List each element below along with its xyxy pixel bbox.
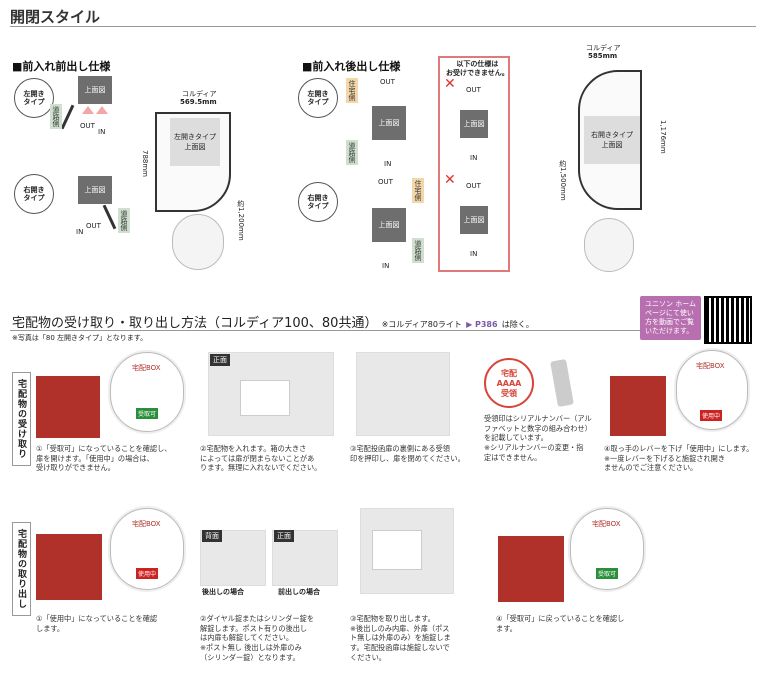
receive-step1-caption: ①「受取可」になっていることを確認し、 扉を開けます。「使用中」の場合は、 受け… [36, 444, 172, 473]
in-label: IN [98, 128, 106, 136]
takeout-step1-caption: ①「使用中」になっていることを確認 します。 [36, 614, 158, 633]
plan2-elevation [584, 218, 634, 272]
fb-right-type-circle: 右開き タイプ [298, 182, 338, 222]
road-side-label-right: 道路側 [118, 208, 130, 233]
plan1-model: コルディア [182, 90, 217, 98]
takeout-step4-caption: ④「受取可」に戻っていることを確認し ます。 [496, 614, 625, 633]
plan1-elevation [172, 214, 224, 270]
plan1-height: 約1,200mm [236, 200, 245, 241]
box-label: 宅配BOX [132, 364, 161, 372]
takeout-step3-caption: ③宅配物を取り出します。 ※後出しのみ内扉、外扉（ポス ト無しは外扉のみ）を施錠… [350, 614, 451, 662]
plan1-label: 左開きタイプ 上面図 [170, 118, 220, 166]
fb-left-type-circle: 左開き タイプ [298, 78, 338, 118]
parcel-box-2 [372, 530, 422, 570]
receive-step4-box [610, 376, 666, 436]
takeout-side-label: 宅配物の取り出し [12, 522, 31, 616]
back-case-label: 後出しの場合 [202, 588, 244, 596]
top-view-box-right: 上面図 [78, 176, 112, 204]
na-in-label: IN [470, 154, 478, 162]
door-line-right [102, 204, 117, 230]
takeout-step1-box [36, 534, 102, 600]
plan2-model: コルディア [586, 44, 621, 52]
fb-road-side-label: 道路側 [346, 140, 358, 165]
box-label-3: 宅配BOX [132, 520, 161, 528]
fb-in-label: IN [384, 160, 392, 168]
photo-note: ※写真は「80 左開きタイプ」となります。 [12, 334, 148, 342]
na-top-view-2: 上面図 [460, 206, 488, 234]
fb-top-view-right: 上面図 [372, 208, 406, 242]
in-arrow [96, 106, 108, 114]
front-tag: 正面 [210, 354, 230, 366]
section2-title: 宅配物の受け取り・取り出し方法（コルディア100、80共通） ※コルディア80ラ… [12, 316, 534, 331]
front-case-label: 前出しの場合 [278, 588, 320, 596]
receive-step2-caption: ②宅配物を入れます。箱の大きさ によっては扉が閉まらないことがあ ります。無理に… [200, 444, 322, 473]
x-icon: ✕ [444, 76, 456, 92]
right-type-circle: 右開き タイプ [14, 174, 54, 214]
fb-house-side-right: 住宅側 [412, 178, 424, 203]
front-back-title: ■前入れ後出し仕様 [302, 60, 401, 73]
out-label-right: OUT [86, 222, 101, 230]
receipt-stamp: 宅配 AAAA 受領 [484, 358, 534, 408]
box-label-4: 宅配BOX [592, 520, 621, 528]
plan1-width: 569.5mm [180, 98, 217, 106]
fb-top-view: 上面図 [372, 106, 406, 140]
accept-indicator: 受取可 [136, 408, 159, 419]
plan1-depth: 788mm [140, 150, 149, 177]
not-available-text: 以下の仕様は お受けできません。 [446, 60, 509, 77]
x-icon-2: ✕ [444, 172, 456, 188]
takeout-step2-caption: ②ダイヤル錠またはシリンダー錠を 解錠します。ポスト有りの後出し は内扉も解錠し… [200, 614, 315, 662]
receive-step1-box [36, 376, 100, 438]
not-available-box [438, 56, 510, 272]
in-use-indicator: 使用中 [700, 410, 723, 421]
na-out-label: OUT [466, 86, 481, 94]
plan2-total: 約1,500mm [558, 160, 567, 201]
stamp-tool [550, 358, 574, 408]
fb-out-label: OUT [380, 78, 395, 86]
house-side-label: 住宅側 [346, 78, 358, 103]
in-label-right: IN [76, 228, 84, 236]
in-use-indicator-2: 使用中 [136, 568, 159, 579]
receive-step4-caption: ④取っ手のレバーを下げ「使用中」にします。 ※一度レバーを下げると施錠され開き … [604, 444, 754, 473]
fb-in-label-right: IN [382, 262, 390, 270]
door-line [60, 104, 75, 130]
front-front-title: ■前入れ前出し仕様 [12, 60, 111, 73]
front-tag-2: 正面 [274, 530, 294, 542]
fb-road-side-right: 道路側 [412, 238, 424, 263]
plan2-label: 右開きタイプ 上面図 [584, 116, 640, 164]
title-divider [10, 26, 756, 27]
fb-out-label-right: OUT [378, 178, 393, 186]
video-badge[interactable]: ユニソン ホーム ページにて使い 方を動画でご覧 いただけます。 [640, 296, 702, 341]
qr-code-icon[interactable] [704, 296, 752, 344]
left-type-circle: 左開き タイプ [14, 78, 54, 118]
box-label-2: 宅配BOX [696, 362, 725, 370]
receive-step3-photo [356, 352, 450, 436]
receive-step3-caption: ③宅配投函扉の裏側にある受領 印を押印し、扉を閉めてください。 [350, 444, 465, 463]
section2-divider [10, 330, 640, 331]
na-in-label-2: IN [470, 250, 478, 258]
takeout-step4-box [498, 536, 564, 602]
page-title: 開閉スタイル [10, 8, 101, 26]
back-tag: 背面 [202, 530, 222, 542]
parcel-box [240, 380, 290, 416]
receive-side-label: 宅配物の受け取り [12, 372, 31, 466]
stamp-note: 受領印はシリアルナンバー（アル ファベットと数字の組み合わせ） を記載しています… [484, 414, 592, 462]
na-out-label-2: OUT [466, 182, 481, 190]
accept-indicator-2: 受取可 [596, 568, 619, 579]
plan2-height: 1,176mm [658, 120, 667, 154]
road-side-label: 道路側 [50, 104, 62, 129]
out-arrow [82, 106, 94, 114]
out-label: OUT [80, 122, 95, 130]
plan2-width: 585mm [588, 52, 618, 60]
top-view-box: 上面図 [78, 76, 112, 104]
na-top-view: 上面図 [460, 110, 488, 138]
